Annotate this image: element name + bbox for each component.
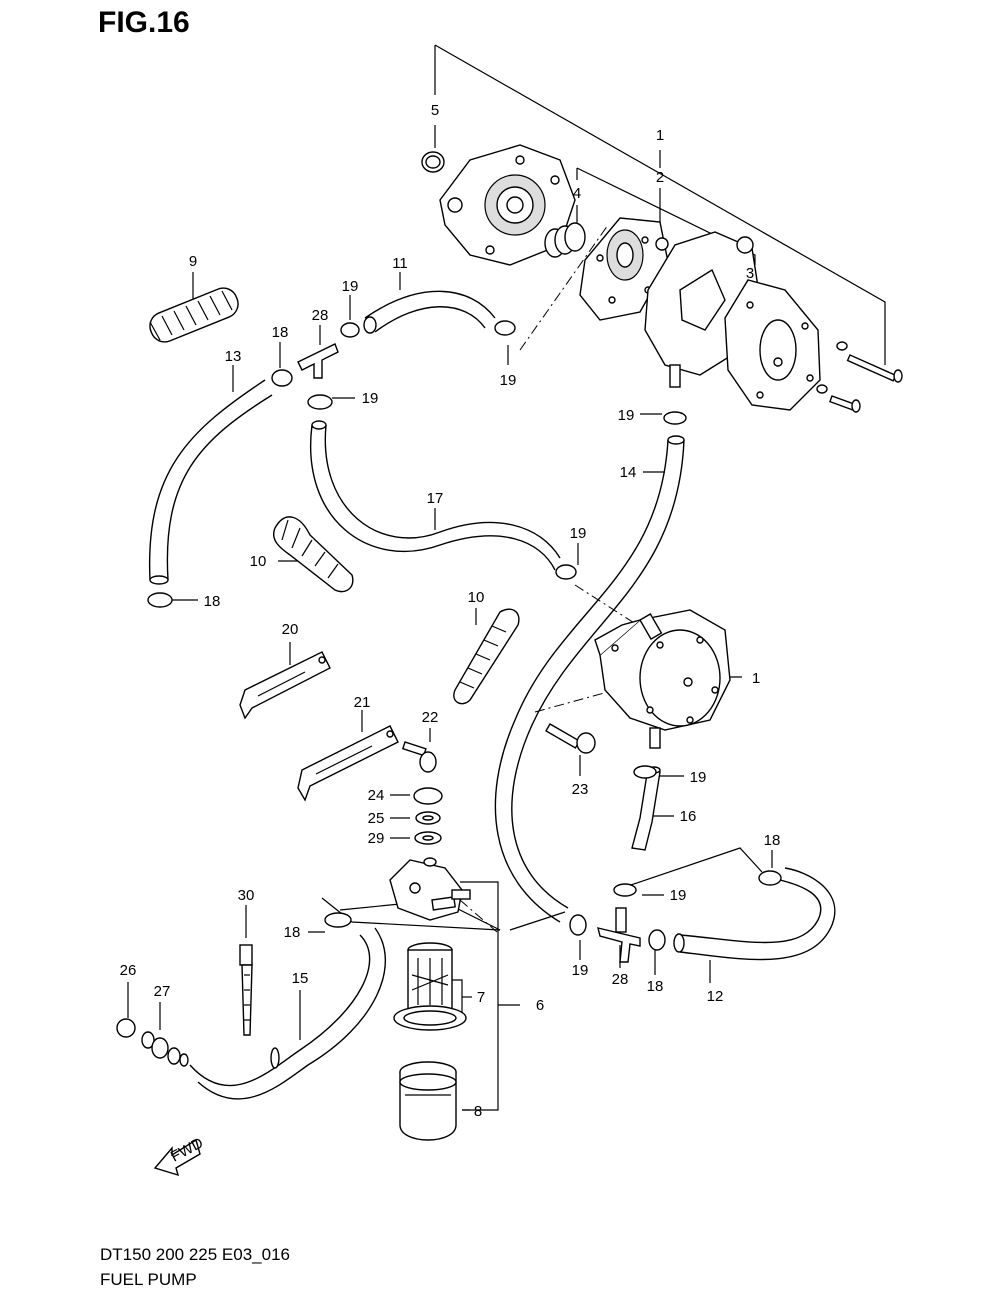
callout-29: 29 xyxy=(368,830,385,847)
callout-19-a: 19 xyxy=(342,278,359,295)
hoses xyxy=(148,290,836,1100)
model-code: DT150 200 225 E03_016 xyxy=(100,1245,290,1264)
callout-28-upper: 28 xyxy=(312,307,329,324)
callout-5: 5 xyxy=(431,102,439,119)
callout-19-f: 19 xyxy=(690,769,707,786)
fuel-filter-assembly xyxy=(389,857,471,1141)
callout-22: 22 xyxy=(422,709,439,726)
hose-clip-19 xyxy=(494,320,516,336)
callout-26: 26 xyxy=(120,962,137,979)
callout-3: 3 xyxy=(746,265,754,282)
callout-1-lower: 1 xyxy=(752,670,760,687)
callout-18-e: 18 xyxy=(647,978,664,995)
figure-title: FIG.16 xyxy=(98,6,190,39)
callout-19-d: 19 xyxy=(618,407,635,424)
callout-13: 13 xyxy=(225,348,242,365)
misc-small-parts xyxy=(116,944,253,1067)
bracket-20 xyxy=(239,651,331,720)
callout-30: 30 xyxy=(238,887,255,904)
spiral-wrap-10-left xyxy=(273,516,354,593)
pump-spring-4 xyxy=(544,222,586,258)
section-name: FUEL PUMP xyxy=(100,1270,197,1289)
cable-tie-30 xyxy=(239,944,253,966)
clips-and-fittings xyxy=(147,320,782,963)
fuel-pump-assembly-upper xyxy=(421,144,903,413)
callout-19-b: 19 xyxy=(362,390,379,407)
callout-24: 24 xyxy=(368,787,385,804)
callout-10-right: 10 xyxy=(468,589,485,606)
callout-9: 9 xyxy=(189,253,197,270)
callout-labels: 5 1 2 4 3 9 11 19 28 18 13 19 19 19 14 1… xyxy=(120,102,781,1120)
filter-element-7 xyxy=(393,942,467,1031)
callout-4: 4 xyxy=(573,185,581,202)
filter-cup-8 xyxy=(399,1061,457,1141)
callout-6: 6 xyxy=(536,997,544,1014)
callout-18-a: 18 xyxy=(272,324,289,341)
callout-1-upper: 1 xyxy=(656,127,664,144)
callout-19-e: 19 xyxy=(570,525,587,542)
fitting-27 xyxy=(141,1031,189,1067)
callout-21: 21 xyxy=(354,694,371,711)
callout-19-h: 19 xyxy=(572,962,589,979)
callout-20: 20 xyxy=(282,621,299,638)
callout-23: 23 xyxy=(572,781,589,798)
callout-8: 8 xyxy=(474,1103,482,1120)
callout-18-b: 18 xyxy=(204,593,221,610)
callout-18-d: 18 xyxy=(284,924,301,941)
callout-25: 25 xyxy=(368,810,385,827)
pump-back-plate xyxy=(724,279,821,411)
diaphragm-2 xyxy=(579,217,669,321)
fwd-direction-arrow: FWD xyxy=(153,1134,206,1177)
spiral-wrap-9 xyxy=(149,287,239,343)
callout-28-lower: 28 xyxy=(612,971,629,988)
callout-15: 15 xyxy=(292,970,309,987)
callout-2: 2 xyxy=(656,169,664,186)
callout-16: 16 xyxy=(680,808,697,825)
filter-head-6 xyxy=(389,859,463,921)
spiral-wrap-10-right xyxy=(453,608,520,705)
callout-7: 7 xyxy=(477,989,485,1006)
callout-18-c: 18 xyxy=(764,832,781,849)
bracket-21 xyxy=(297,725,399,802)
callout-17: 17 xyxy=(427,490,444,507)
pump-screws xyxy=(816,341,903,413)
callout-11: 11 xyxy=(392,255,408,272)
leader-lines xyxy=(127,44,886,1111)
callout-27: 27 xyxy=(154,983,171,1000)
callout-12: 12 xyxy=(707,988,724,1005)
callout-10-left: 10 xyxy=(250,553,267,570)
callout-19-g: 19 xyxy=(670,887,687,904)
callout-14: 14 xyxy=(620,464,637,481)
cap-26 xyxy=(116,1018,136,1038)
callout-19-c: 19 xyxy=(500,372,517,389)
brackets-and-hardware xyxy=(239,651,596,845)
pump-cover xyxy=(439,144,576,266)
fuel-pump-assembly-lower xyxy=(594,609,731,749)
